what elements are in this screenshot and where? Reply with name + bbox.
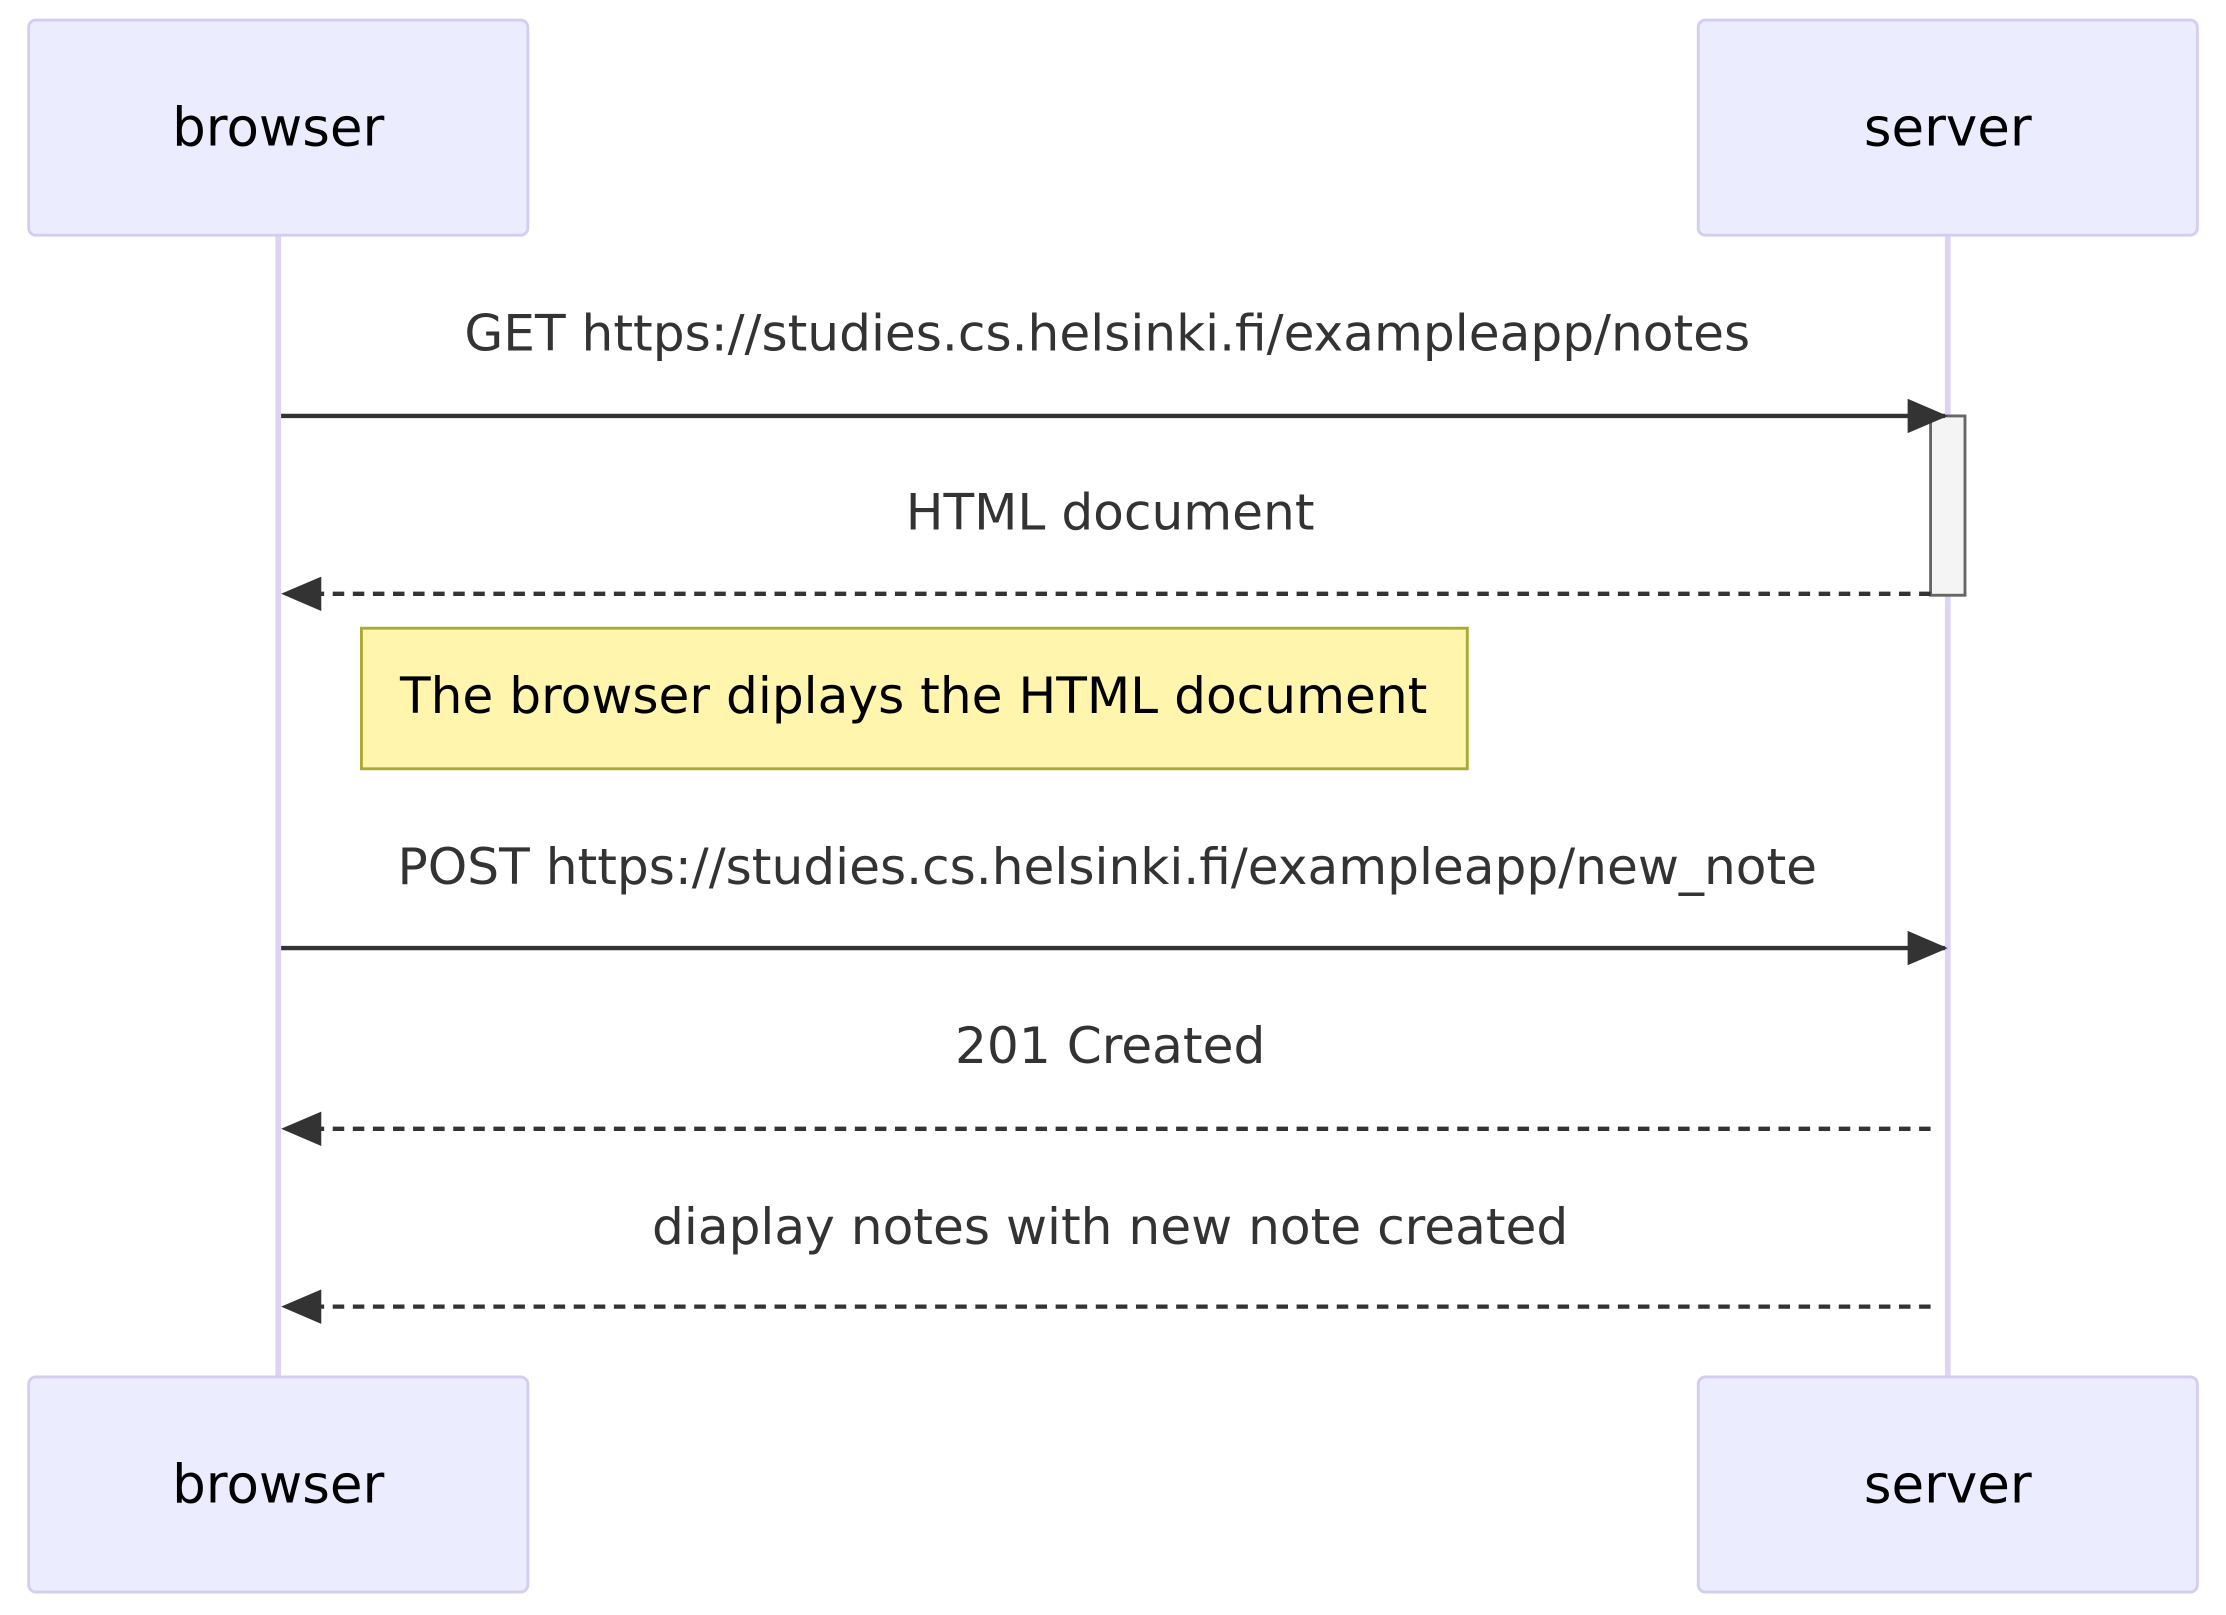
note-browser-displays[interactable]: The browser diplays the HTML document [360, 626, 1469, 771]
message-label: diaplay notes with new note created [652, 1197, 1568, 1256]
actor-browser-top-box [27, 18, 530, 237]
actor-server-top-box [1696, 18, 2199, 237]
actor-server-bottom[interactable]: server [1696, 1375, 2199, 1594]
actor-server-bottom-label: server [1864, 1454, 2032, 1516]
actor-browser-top[interactable]: browser [27, 18, 530, 237]
actor-browser-bottom-label: browser [172, 1454, 384, 1516]
message-label: POST https://studies.cs.helsinki.fi/exam… [398, 837, 1818, 896]
actor-server-top[interactable]: server [1696, 18, 2199, 237]
note-box [360, 626, 1469, 771]
message-label: GET https://studies.cs.helsinki.fi/examp… [464, 303, 1750, 362]
message-get-notes[interactable]: GET https://studies.cs.helsinki.fi/examp… [281, 303, 1948, 434]
message-label: 201 Created [955, 1016, 1265, 1075]
message-post-new-note[interactable]: POST https://studies.cs.helsinki.fi/exam… [281, 837, 1948, 966]
message-201-created[interactable]: 201 Created [281, 1016, 1931, 1147]
actor-browser-bottom-box [27, 1375, 530, 1594]
server-activation [1929, 414, 1967, 597]
actor-browser-top-label: browser [172, 97, 384, 159]
actor-server-top-label: server [1864, 97, 2032, 159]
message-html-document[interactable]: HTML document [281, 483, 1931, 612]
actor-server-bottom-box [1696, 1375, 2199, 1594]
note-text: The browser diplays the HTML document [399, 666, 1427, 725]
message-display-notes[interactable]: diaplay notes with new note created [281, 1197, 1931, 1324]
actor-browser-bottom[interactable]: browser [27, 1375, 530, 1594]
message-label: HTML document [906, 483, 1315, 542]
